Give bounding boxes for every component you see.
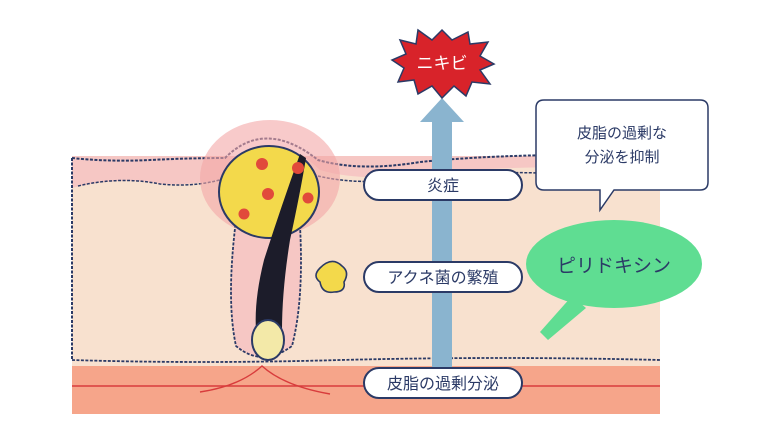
bacteria-dot xyxy=(238,208,250,220)
hair-follicle xyxy=(200,120,348,361)
bacteria-dot xyxy=(262,188,274,200)
step-inflammation-label: 炎症 xyxy=(427,176,459,195)
bacteria-dot xyxy=(256,158,268,170)
step-sebum: 皮脂の過剰分泌 xyxy=(363,367,523,399)
ingredient-label: ピリドキシン xyxy=(557,255,671,277)
result-burst: ニキビ xyxy=(390,28,496,100)
bacteria-dot xyxy=(302,192,314,204)
bacteria-dot xyxy=(292,162,304,174)
step-inflammation: 炎症 xyxy=(363,169,523,201)
effect-line-2: 分泌を抑制 xyxy=(584,148,659,166)
step-sebum-label: 皮脂の過剰分泌 xyxy=(387,374,499,393)
step-bacteria: アクネ菌の繁殖 xyxy=(363,261,523,293)
ingredient-callout: ピリドキシン xyxy=(526,220,702,340)
effect-line-1: 皮脂の過剰な xyxy=(577,124,667,142)
result-label: ニキビ xyxy=(417,54,468,74)
step-bacteria-label: アクネ菌の繁殖 xyxy=(387,268,498,287)
effect-callout: 皮脂の過剰な 分泌を抑制 xyxy=(535,99,709,213)
